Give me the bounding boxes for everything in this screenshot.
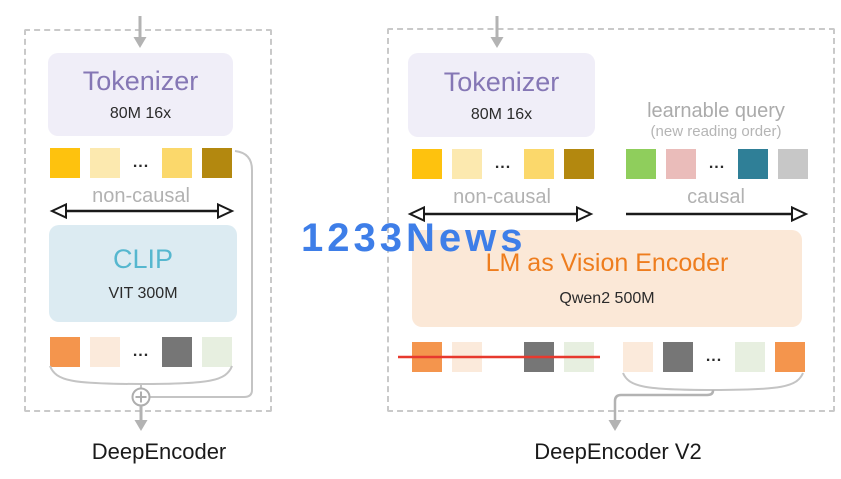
- ellipsis-dots: ...: [494, 155, 512, 172]
- token-square: [524, 149, 554, 179]
- token-square: [412, 149, 442, 179]
- deepencoder-v2-caption: DeepEncoder V2: [534, 439, 702, 464]
- token-square: [564, 149, 594, 179]
- token-square: [564, 342, 594, 372]
- clip-encoder-box: CLIP VIT 300M: [49, 225, 237, 322]
- token-square: [626, 149, 656, 179]
- clip-subtitle: VIT 300M: [108, 285, 178, 302]
- token-square: [775, 342, 805, 372]
- token-row-tokenizer-output-right: ...: [412, 149, 594, 179]
- lm-encoder-title: LM as Vision Encoder: [485, 249, 729, 277]
- tokenizer-box-right: Tokenizer 80M 16x: [408, 53, 595, 137]
- tokenizer-box-left: Tokenizer 80M 16x: [48, 53, 233, 136]
- ellipsis-dots: ...: [708, 155, 726, 172]
- non-causal-label-left: non-causal: [92, 185, 190, 207]
- deepencoder-caption: DeepEncoder: [91, 439, 227, 464]
- token-square: [524, 342, 554, 372]
- tokenizer-title-v2: Tokenizer: [443, 66, 560, 97]
- token-row-clip-output: ...: [50, 337, 232, 367]
- token-square: [202, 148, 232, 178]
- token-gap: [492, 342, 514, 372]
- token-square: [162, 148, 192, 178]
- token-row-learnable-query: ...: [626, 149, 808, 179]
- ellipsis-dots: ...: [132, 154, 150, 171]
- token-square: [666, 149, 696, 179]
- token-square: [50, 337, 80, 367]
- clip-title: CLIP: [112, 244, 174, 274]
- token-square: [50, 148, 80, 178]
- deepencoder-v2-panel-border: [387, 28, 835, 412]
- token-square: [162, 337, 192, 367]
- watermark-logo: 1233News: [301, 216, 527, 260]
- learnable-query-title: learnable query: [647, 100, 785, 122]
- token-square: [663, 342, 693, 372]
- lm-vision-encoder-box: LM as Vision Encoder Qwen2 500M: [412, 230, 802, 327]
- token-row-lm-output-discarded: [412, 342, 594, 372]
- non-causal-label-right: non-causal: [453, 186, 551, 208]
- token-square: [778, 149, 808, 179]
- token-square: [735, 342, 765, 372]
- ellipsis-dots: ...: [705, 348, 723, 365]
- ellipsis-dots: ...: [132, 343, 150, 360]
- token-square: [202, 337, 232, 367]
- tokenizer-subtitle-v2: 80M 16x: [470, 105, 533, 123]
- token-square: [90, 148, 120, 178]
- token-square: [623, 342, 653, 372]
- token-row-tokenizer-output-left: ...: [50, 148, 232, 178]
- learnable-query-block: learnable query (new reading order): [616, 100, 816, 140]
- tokenizer-title: Tokenizer: [82, 66, 199, 96]
- token-square: [738, 149, 768, 179]
- token-square: [452, 149, 482, 179]
- token-square: [90, 337, 120, 367]
- tokenizer-subtitle: 80M 16x: [109, 105, 172, 122]
- token-square: [452, 342, 482, 372]
- token-square: [412, 342, 442, 372]
- learnable-query-subtitle: (new reading order): [650, 123, 782, 140]
- causal-label: causal: [687, 186, 745, 208]
- deepencoder-panel-border: [24, 29, 272, 412]
- token-row-lm-output-kept: ...: [623, 342, 805, 372]
- lm-encoder-subtitle: Qwen2 500M: [559, 290, 655, 307]
